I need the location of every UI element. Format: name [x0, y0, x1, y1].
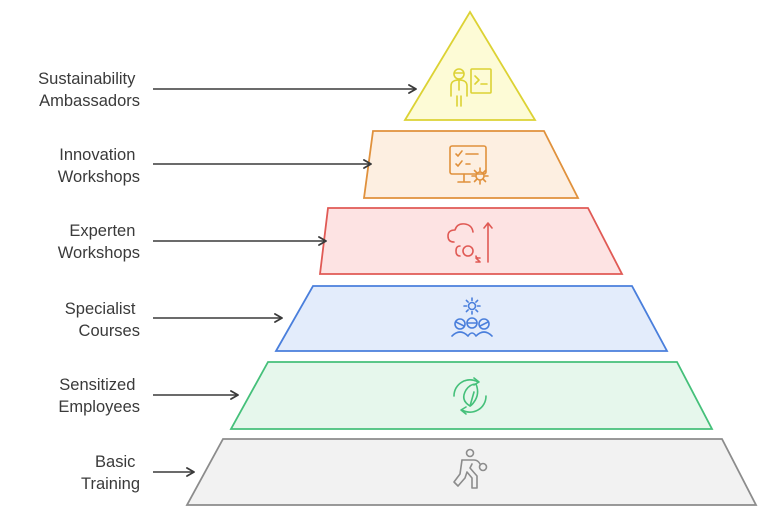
- co2-cloud-arrow-icon: [447, 222, 493, 263]
- tier-shape: [405, 12, 535, 120]
- level-label: Specialist Courses: [65, 300, 140, 340]
- level-label: Sustainability Ambassadors: [38, 70, 140, 110]
- level-label: Sensitized Employees: [58, 376, 140, 416]
- level-specialist-courses: Specialist Courses: [65, 285, 669, 352]
- level-experten-workshops: Experten Workshops: [58, 207, 624, 275]
- level-sustainability-ambassadors: Sustainability Ambassadors: [38, 10, 537, 121]
- level-label: Experten Workshops: [58, 222, 140, 262]
- gear-team-icon: [451, 297, 493, 337]
- exercising-person-icon: [453, 448, 488, 489]
- leaf-cycle-icon: [453, 377, 487, 415]
- level-sensitized-employees: Sensitized Employees: [58, 361, 714, 430]
- tier-shape: [231, 362, 712, 429]
- ambassador-presentation-icon: [450, 68, 492, 107]
- tier-shape: [320, 208, 622, 274]
- level-label: Basic Training: [81, 453, 140, 493]
- level-basic-training: Basic Training: [81, 438, 758, 506]
- level-innovation-workshops: Innovation Workshops: [58, 130, 580, 199]
- monitor-checklist-gear-icon: [449, 145, 489, 185]
- tier-shape: [187, 439, 756, 505]
- level-label: Innovation Workshops: [58, 146, 140, 186]
- tier-shape: [364, 131, 578, 198]
